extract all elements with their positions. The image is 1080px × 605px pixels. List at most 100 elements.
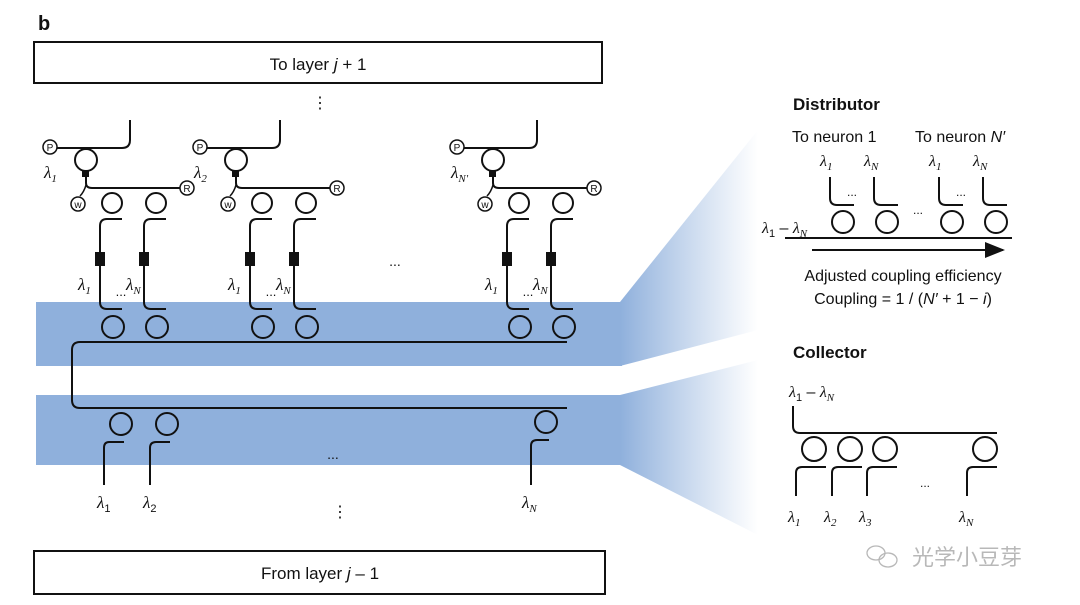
distributor-drop-ring	[508, 315, 532, 339]
weight-icon	[220, 196, 236, 212]
modulator-icon	[289, 252, 299, 266]
collector-detail-drop: λ1	[787, 436, 827, 529]
collector-drop-N	[530, 410, 558, 485]
collector-detail-drop: λ2	[823, 436, 863, 529]
to-next-layer-box	[33, 41, 603, 84]
collector-detail-bus	[792, 406, 997, 434]
distributor-drop-ring	[101, 315, 125, 339]
vertical-ellipsis-bottom: ⋮	[332, 504, 348, 521]
weight-icon	[477, 196, 493, 212]
bus-out-lambda-N: λN	[521, 493, 537, 515]
distributor-ellipsis-2: ...	[956, 185, 966, 199]
neuron-ring	[74, 148, 98, 172]
pump-wavelength-label: λ1	[43, 163, 57, 185]
distributor-bus-waveguide	[71, 341, 567, 409]
bus-out-lambda-2: λ2	[142, 493, 157, 515]
collector-detail-ellipsis: ...	[920, 476, 930, 490]
distributor-detail-drop: λN	[863, 153, 899, 234]
collector-input-lambda: λ2	[823, 509, 837, 529]
collector-detail-drop: λN	[958, 436, 998, 529]
weight-label: w	[223, 200, 232, 211]
distributor-title: Distributor	[793, 95, 880, 114]
input-lambda-N: λN	[532, 275, 548, 297]
modulator-icon	[139, 252, 149, 266]
neuron-3: PλN′ Rw λ1 λN...	[449, 120, 602, 339]
channel-ellipsis: ...	[523, 284, 534, 299]
weight-ring	[508, 192, 530, 214]
to-next-layer-label: To layer j + 1	[270, 55, 367, 74]
watermark-text: 光学小豆芽	[912, 546, 1022, 571]
wechat-icon	[866, 545, 898, 568]
input-lambda-1: λ1	[227, 275, 241, 297]
input-lambda-1: λ1	[484, 275, 498, 297]
collector-input-lambda: λN	[958, 509, 974, 529]
drop-lambda-label: λN	[863, 153, 879, 173]
modulator-icon	[502, 252, 512, 266]
to-neuron-N-label: To neuron N′	[915, 129, 1006, 146]
pump-label: P	[454, 143, 461, 154]
collector-zoom-wedge	[620, 360, 758, 535]
reference-label: R	[333, 184, 340, 195]
input-lambda-N: λN	[125, 275, 141, 297]
photodetector-icon	[489, 170, 496, 177]
distributor-caption-line1: Adjusted coupling efficiency	[804, 268, 1001, 285]
collector-input-lambda: λ1	[787, 509, 800, 529]
modulator-icon	[245, 252, 255, 266]
drop-lambda-label: λ1	[819, 153, 832, 173]
pump-wavelength-label: λ2	[193, 163, 207, 185]
collector-title: Collector	[793, 343, 867, 362]
reference-icon	[179, 180, 195, 196]
vertical-ellipsis-top: ⋮	[312, 95, 328, 112]
drop-lambda-label: λ1	[928, 153, 941, 173]
neuron-ring	[481, 148, 505, 172]
pump-laser-icon	[449, 139, 465, 155]
input-lambda-1: λ1	[77, 275, 91, 297]
pump-wavelength-label: λN′	[450, 163, 469, 185]
distributor-detail-drop: λN	[972, 153, 1008, 234]
watermark: 光学小豆芽	[866, 545, 1022, 571]
collector-drop-2	[149, 412, 179, 485]
pump-label: P	[47, 143, 54, 154]
panel-label: b	[38, 13, 50, 35]
collector-detail-drop: λ3	[858, 436, 898, 529]
collector-input-lambda: λ3	[858, 509, 872, 529]
weight-ring	[251, 192, 273, 214]
weight-icon	[70, 196, 86, 212]
weight-ring	[145, 192, 167, 214]
photodetector-icon	[232, 170, 239, 177]
distributor-detail-drop: λ1	[819, 153, 855, 234]
weight-label: w	[73, 200, 82, 211]
from-previous-layer-box	[33, 550, 606, 595]
channel-ellipsis: ...	[266, 284, 277, 299]
distributor-ellipsis-mid: ...	[913, 203, 923, 217]
distributor-ellipsis-1: ...	[847, 185, 857, 199]
distributor-drop-ring	[145, 315, 169, 339]
collector-bus-label: λ1 – λN	[788, 384, 835, 404]
modulator-icon	[546, 252, 556, 266]
distributor-drop-ring	[295, 315, 319, 339]
modulator-icon	[95, 252, 105, 266]
reference-icon	[329, 180, 345, 196]
distributor-caption-line2: Coupling = 1 / (N′ + 1 − i)	[814, 291, 992, 308]
input-lambda-N: λN	[275, 275, 291, 297]
weight-label: w	[480, 200, 489, 211]
distributor-bus-label: λ1 – λN	[761, 220, 808, 240]
reference-icon	[586, 180, 602, 196]
reference-label: R	[183, 184, 190, 195]
pump-label: P	[197, 143, 204, 154]
from-previous-layer-label: From layer j – 1	[261, 564, 379, 583]
weight-ring	[295, 192, 317, 214]
reference-label: R	[590, 184, 597, 195]
distributor-drop-ring	[251, 315, 275, 339]
collector-band	[36, 395, 622, 465]
distributor-zoom-wedge	[620, 130, 758, 366]
bus-out-lambda-1: λ1	[96, 493, 111, 515]
neuron-ellipsis: ...	[389, 253, 401, 269]
collector-drop-1	[103, 412, 133, 485]
channel-ellipsis: ...	[116, 284, 127, 299]
neuron-ring	[224, 148, 248, 172]
pump-laser-icon	[192, 139, 208, 155]
